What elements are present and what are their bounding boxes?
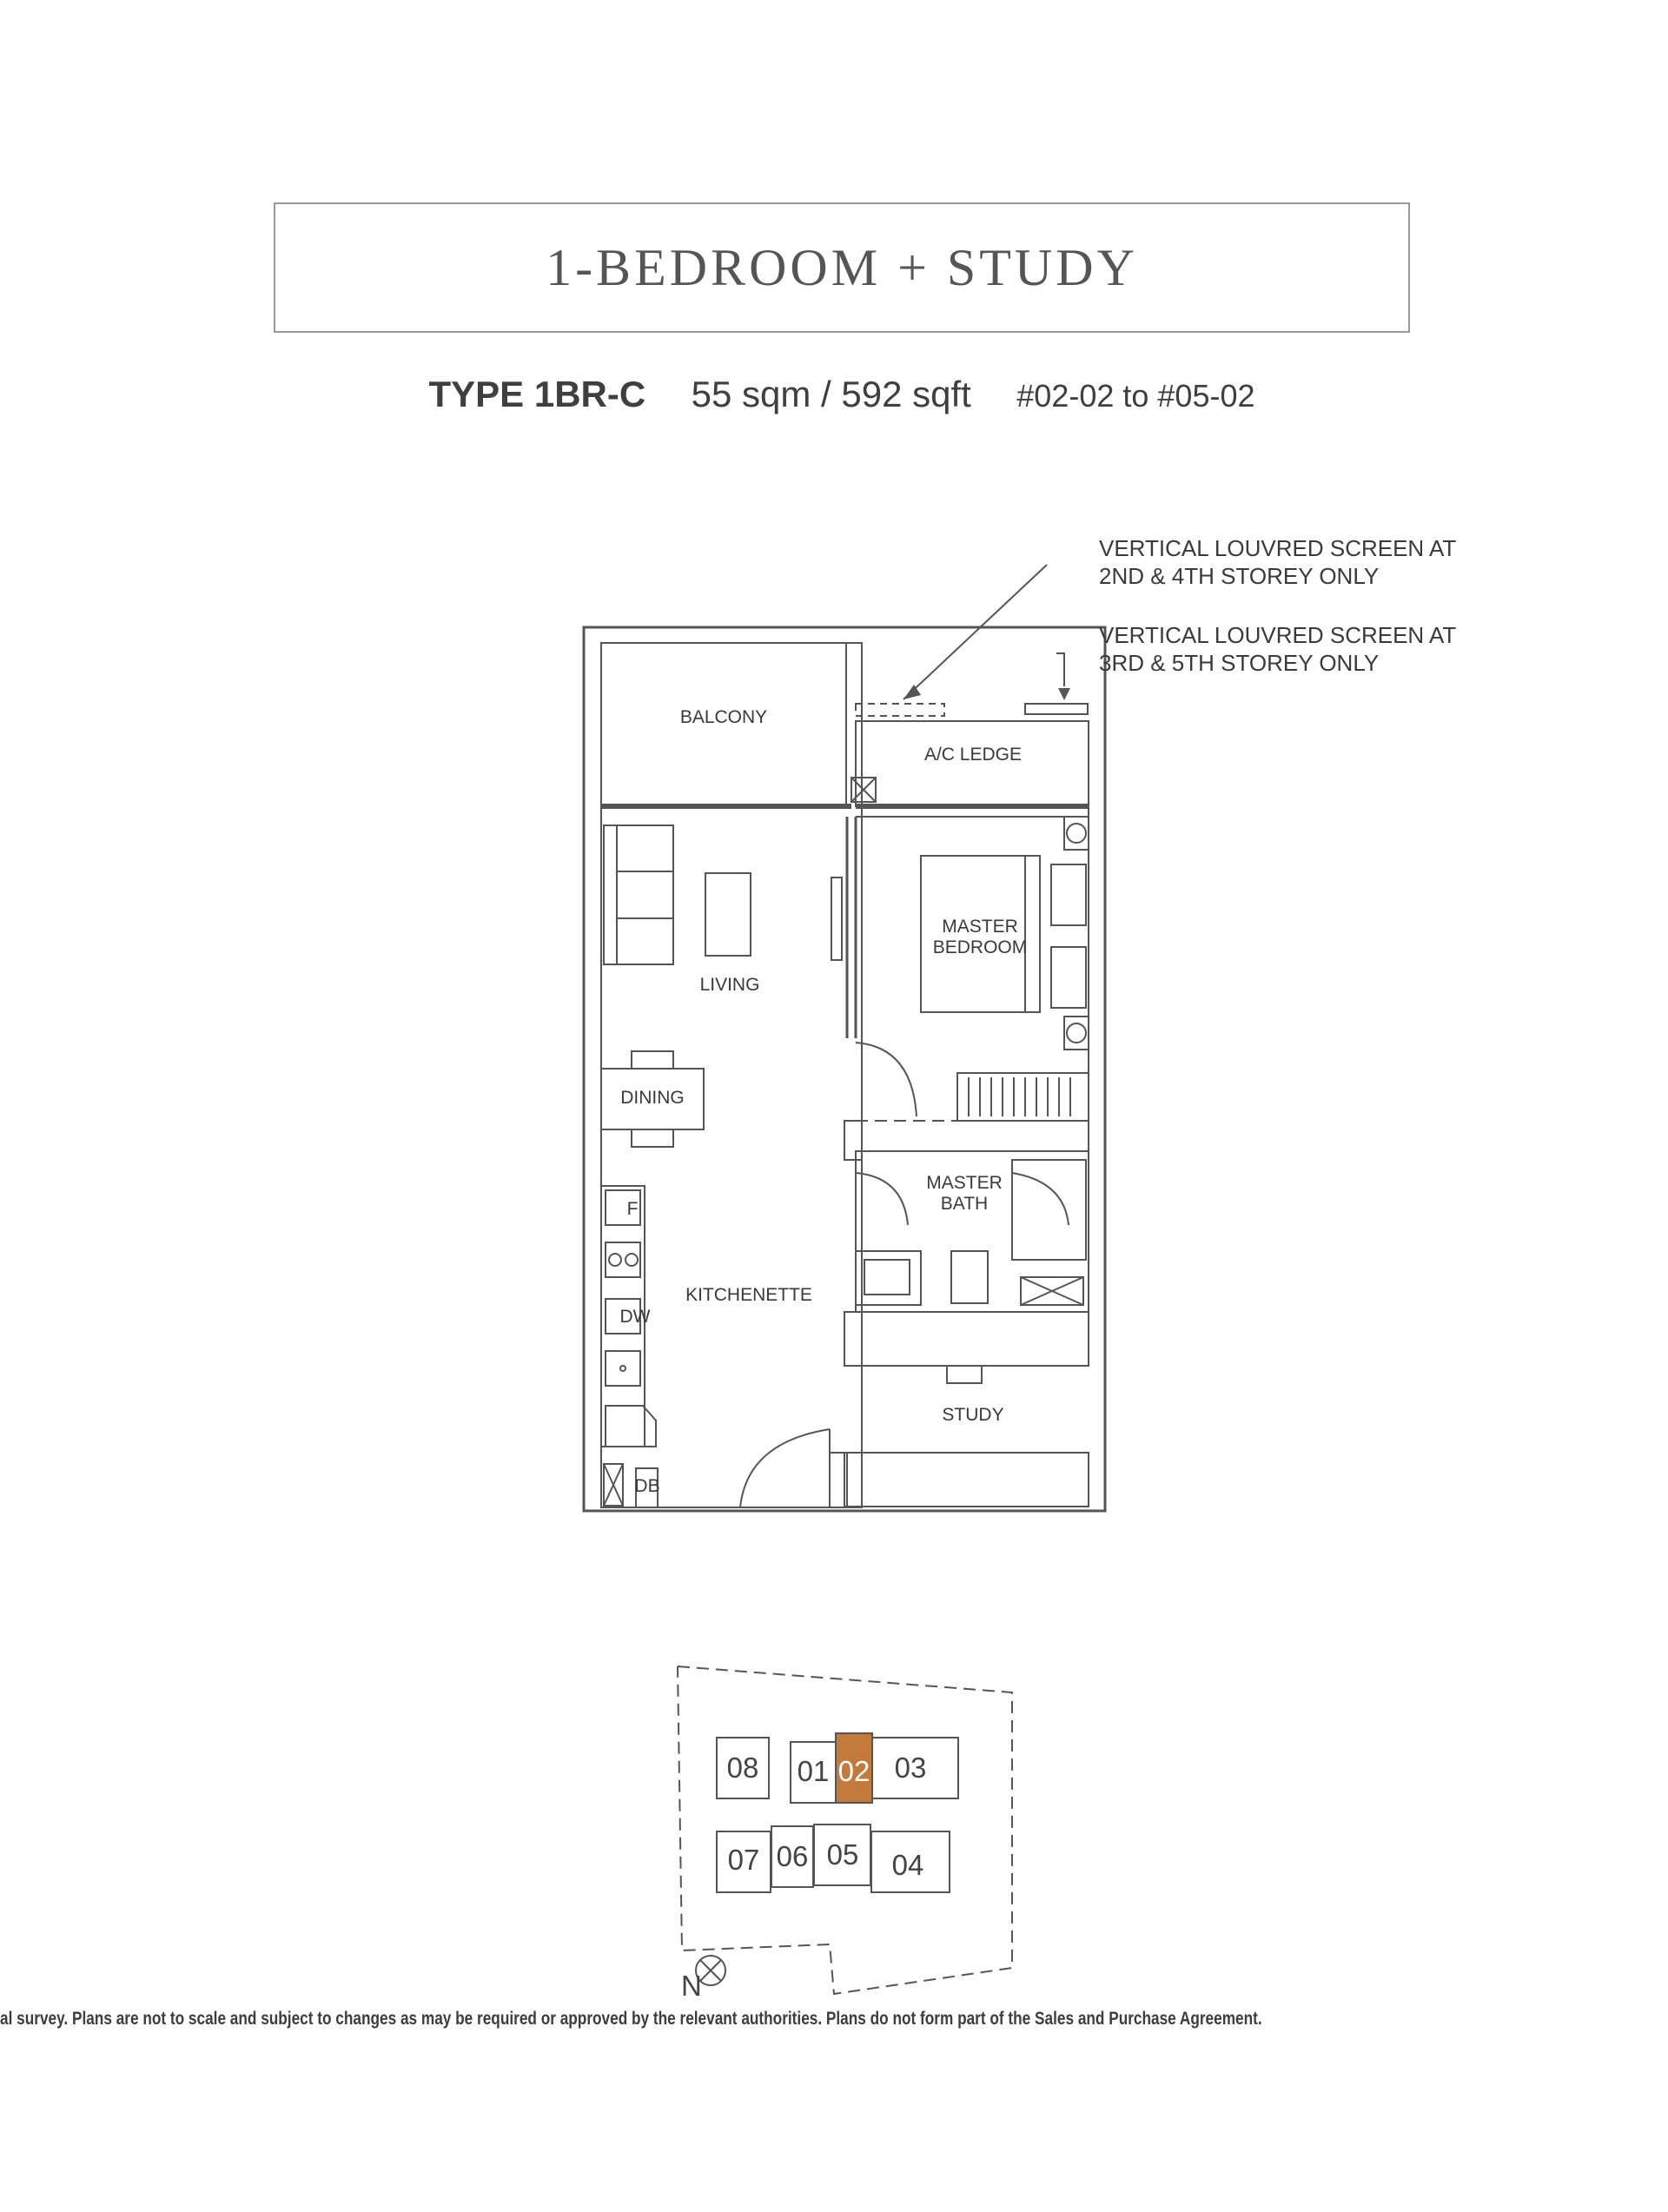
toilet <box>950 1250 989 1304</box>
block-02-highlight <box>835 1732 873 1804</box>
bedroom-door-swing <box>855 1042 917 1117</box>
db-cross-b <box>603 1463 624 1507</box>
shower-drain <box>1020 1276 1084 1306</box>
disclaimer: al survey. Plans are not to scale and su… <box>0 2009 1262 2029</box>
pillow-bottom <box>1050 946 1087 1009</box>
lamp-bottom-icon <box>1066 1023 1087 1043</box>
label-dining: DINING <box>620 1088 685 1108</box>
key-unit-07: 07 <box>728 1844 760 1876</box>
label-balcony: BALCONY <box>680 707 767 727</box>
unit-area: 55 sqm / 592 sqft <box>691 374 971 414</box>
louvre-a-note-line1: VERTICAL LOUVRED SCREEN AT <box>1099 535 1456 561</box>
key-unit-03: 03 <box>895 1752 927 1784</box>
label-master-bath-1: MASTER <box>926 1173 1003 1193</box>
drain-cross-b <box>1020 1276 1084 1306</box>
label-ac-ledge: A/C LEDGE <box>924 745 1022 765</box>
label-dishwasher: DW <box>620 1307 651 1327</box>
label-master-bedroom-1: MASTER <box>942 917 1018 937</box>
unit-range: #02-02 to #05-02 <box>1016 378 1255 414</box>
north-label: N <box>681 1970 702 2002</box>
shower-door-swing <box>1011 1172 1069 1226</box>
study-chair <box>946 1365 983 1384</box>
key-unit-01: 01 <box>798 1755 830 1787</box>
bedside-bottom <box>1063 1016 1089 1050</box>
key-unit-04: 04 <box>892 1849 924 1881</box>
key-unit-05: 05 <box>827 1838 859 1871</box>
hob-burner-icon <box>608 1253 622 1267</box>
block-03 <box>870 1737 959 1799</box>
basin <box>864 1259 910 1295</box>
dining-chair-top <box>631 1050 674 1070</box>
louvre-b-arrow-icon <box>1058 688 1070 700</box>
fridge <box>605 1189 641 1226</box>
bath-door-swing <box>855 1172 909 1226</box>
db-cabinet <box>603 1463 624 1507</box>
sofa <box>603 825 674 965</box>
unit-subtitle: TYPE 1BR-C 55 sqm / 592 sqft #02-02 to #… <box>0 374 1668 415</box>
louvre-b-leader <box>1056 652 1065 686</box>
louvre-b-marker <box>1024 703 1089 715</box>
bedside-top <box>1063 816 1089 851</box>
dining-chair-bottom <box>631 1129 674 1148</box>
louvre-a-arrow-icon <box>904 685 921 699</box>
louvre-a-leader <box>903 564 1048 700</box>
hob <box>605 1242 641 1278</box>
unit-type: TYPE 1BR-C <box>428 374 646 414</box>
bed-headboard <box>1024 855 1041 1013</box>
sink <box>605 1350 641 1387</box>
site-boundary <box>677 1666 1013 1996</box>
tv <box>831 877 843 961</box>
key-unit-02: 02 <box>838 1755 870 1787</box>
block-08 <box>716 1737 770 1799</box>
label-master-bedroom-2: BEDROOM <box>933 937 1028 957</box>
corner-cabinet <box>605 1405 657 1447</box>
study-bench <box>844 1452 1089 1507</box>
outer-wall <box>582 626 1107 1513</box>
lamp-top-icon <box>1066 823 1087 844</box>
label-master-bath-2: BATH <box>941 1194 988 1214</box>
bath-wall-stub <box>844 1120 863 1161</box>
sink-drain-icon <box>619 1365 626 1372</box>
label-kitchenette: KITCHENETTE <box>685 1285 812 1305</box>
shaft <box>851 777 877 803</box>
dishwasher <box>605 1298 641 1334</box>
north-arrow-icon <box>695 1955 726 1986</box>
louvre-b-note-line2: 3RD & 5TH STOREY ONLY <box>1099 650 1379 676</box>
page-title: 1-BEDROOM + STUDY <box>546 238 1138 296</box>
label-living: LIVING <box>700 975 760 995</box>
vanity <box>855 1250 922 1306</box>
label-fridge: F <box>627 1199 639 1219</box>
main-door-swing <box>739 1428 831 1508</box>
label-db: DB <box>634 1476 659 1496</box>
louvre-a-note-line2: 2ND & 4TH STOREY ONLY <box>1099 563 1379 589</box>
coffee-table <box>705 872 751 957</box>
key-unit-08: 08 <box>727 1752 759 1784</box>
block-04 <box>870 1831 950 1893</box>
shower <box>1011 1159 1087 1261</box>
pillow-top <box>1050 864 1087 926</box>
shaft-cross-b <box>851 777 877 803</box>
key-unit-06: 06 <box>777 1840 809 1872</box>
db-box <box>635 1467 659 1508</box>
louvre-a-marker <box>855 703 945 717</box>
title-box: 1-BEDROOM + STUDY <box>274 202 1410 333</box>
hob-burner-icon <box>625 1253 639 1267</box>
wardrobe <box>956 1072 1089 1122</box>
label-study: STUDY <box>942 1405 1003 1425</box>
louvre-b-note-line1: VERTICAL LOUVRED SCREEN AT <box>1099 622 1456 648</box>
